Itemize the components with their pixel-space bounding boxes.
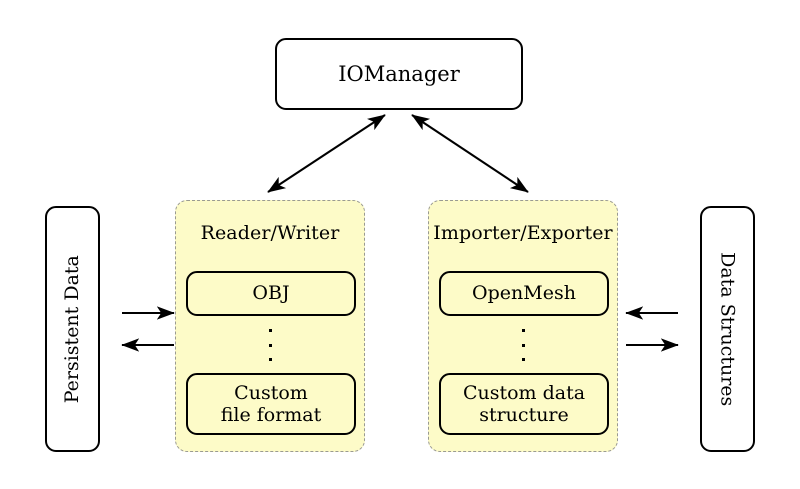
group-importer-exporter-title: Importer/Exporter bbox=[433, 222, 613, 244]
group-importer-exporter[interactable]: Importer/Exporter OpenMesh Custom data s… bbox=[428, 200, 618, 452]
group-reader-writer[interactable]: Reader/Writer OBJ Custom file format bbox=[175, 200, 365, 452]
arrow-manager-reader-writer bbox=[267, 114, 386, 193]
node-data-structures-label: Data Structures bbox=[716, 251, 739, 407]
node-obj[interactable]: OBJ bbox=[186, 271, 356, 316]
node-persistent-data-label: Persistent Data bbox=[61, 254, 84, 404]
node-persistent-data[interactable]: Persistent Data bbox=[45, 206, 100, 452]
node-obj-label: OBJ bbox=[252, 282, 290, 305]
reader-writer-ellipsis-icon bbox=[268, 329, 272, 361]
node-custom-data-structure[interactable]: Custom data structure bbox=[439, 373, 609, 435]
node-custom-file-format-label: Custom file format bbox=[220, 381, 322, 426]
node-data-structures[interactable]: Data Structures bbox=[700, 206, 755, 452]
node-custom-file-format[interactable]: Custom file format bbox=[186, 373, 356, 435]
arrow-manager-importer-exporter bbox=[411, 114, 529, 193]
node-iomanager[interactable]: IOManager bbox=[275, 38, 523, 110]
node-custom-data-structure-label: Custom data structure bbox=[462, 381, 586, 426]
node-openmesh-label: OpenMesh bbox=[472, 282, 576, 305]
node-openmesh[interactable]: OpenMesh bbox=[439, 271, 609, 316]
node-iomanager-label: IOManager bbox=[338, 61, 460, 86]
importer-exporter-ellipsis-icon bbox=[521, 329, 525, 361]
group-reader-writer-title: Reader/Writer bbox=[200, 222, 340, 244]
